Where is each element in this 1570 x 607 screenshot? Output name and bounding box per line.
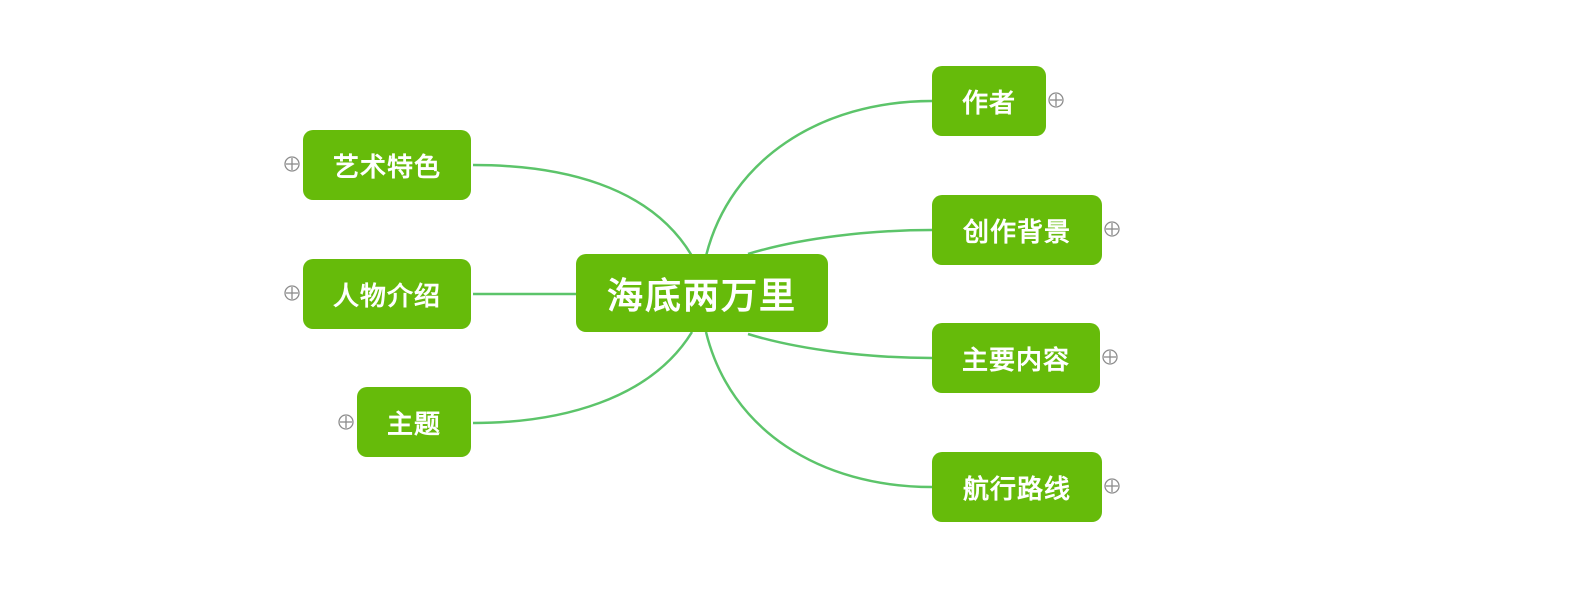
plus-circle-icon[interactable] — [1104, 221, 1120, 237]
root-node-label: 海底两万里 — [606, 276, 797, 317]
branch-node-label: 主题 — [386, 409, 441, 440]
link-background — [747, 228, 933, 256]
branch-node-label: 创作背景 — [962, 217, 1071, 248]
link-route — [704, 331, 933, 489]
plus-circle-icon[interactable] — [1048, 92, 1064, 108]
branch-node-route[interactable]: 航行路线 — [932, 452, 1102, 522]
branch-node-background[interactable]: 创作背景 — [932, 195, 1102, 265]
branch-node-label: 航行路线 — [962, 474, 1071, 505]
link-main-content — [747, 332, 933, 360]
root-node[interactable]: 海底两万里 — [576, 254, 828, 332]
branch-node-main-content[interactable]: 主要内容 — [932, 323, 1100, 393]
branch-node-label: 作者 — [961, 88, 1016, 119]
link-art-features — [472, 163, 694, 257]
plus-circle-icon[interactable] — [1102, 349, 1118, 365]
link-author — [704, 99, 933, 257]
link-theme — [472, 331, 694, 425]
branch-node-art-features[interactable]: 艺术特色 — [303, 130, 471, 200]
plus-circle-icon[interactable] — [338, 414, 354, 430]
plus-circle-icon[interactable] — [1104, 478, 1120, 494]
plus-circle-icon[interactable] — [284, 156, 300, 172]
branch-node-author[interactable]: 作者 — [932, 66, 1046, 136]
branch-node-characters[interactable]: 人物介绍 — [303, 259, 471, 329]
branch-node-label: 人物介绍 — [332, 281, 441, 312]
branch-node-theme[interactable]: 主题 — [357, 387, 471, 457]
branch-node-label: 主要内容 — [961, 345, 1070, 376]
branch-node-label: 艺术特色 — [332, 152, 441, 183]
plus-circle-icon[interactable] — [284, 285, 300, 301]
